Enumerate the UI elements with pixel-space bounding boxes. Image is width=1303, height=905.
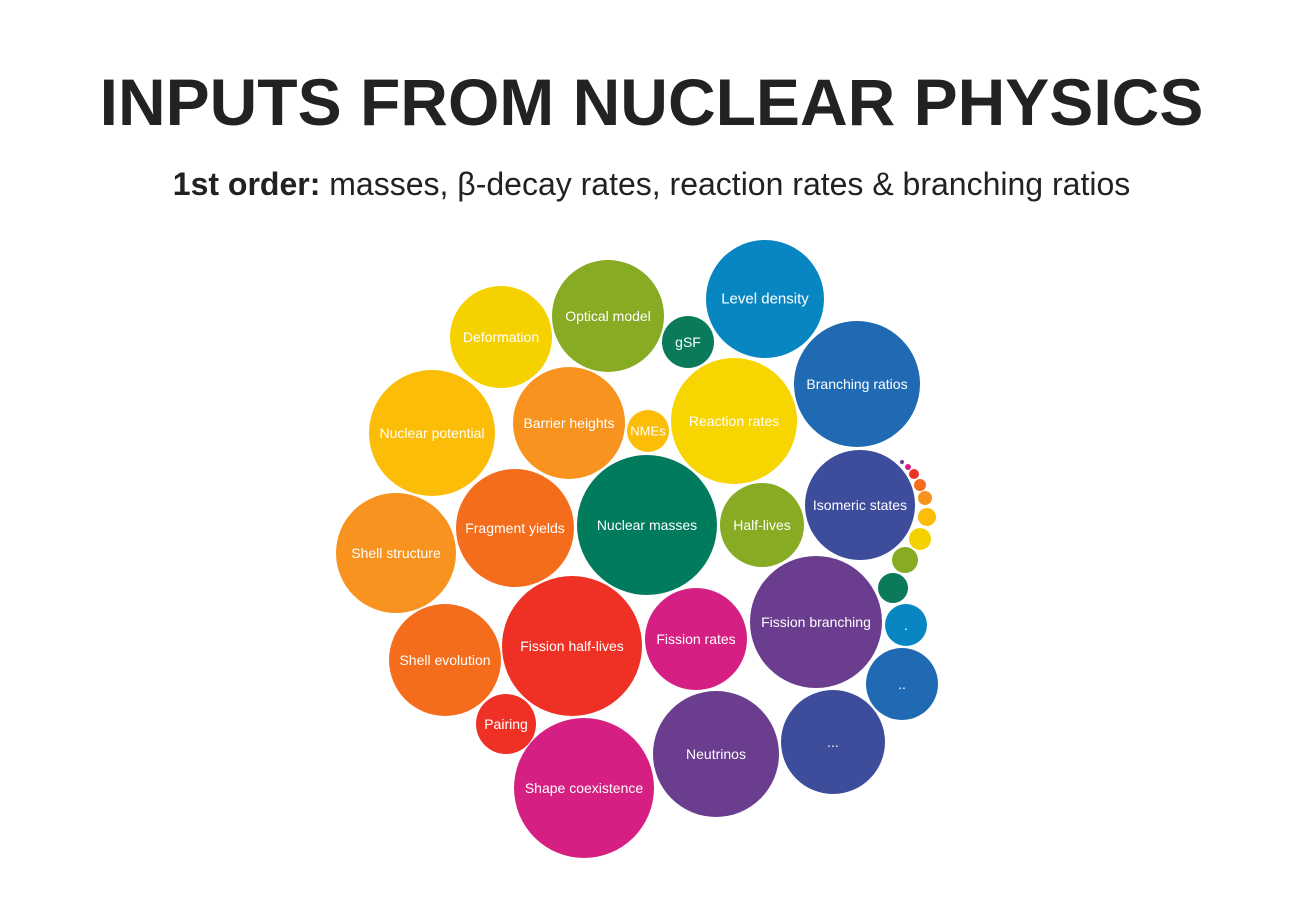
bubble-dot-25 [892, 547, 918, 573]
bubble-fragment-yields-label: Fragment yields [465, 520, 565, 536]
bubble-optical-model: Optical model [552, 260, 664, 372]
page-subtitle: 1st order: masses, β-decay rates, reacti… [0, 162, 1303, 206]
bubble-deformation-label: Deformation [463, 329, 539, 345]
bubble-dot-24 [878, 573, 908, 603]
bubble-dot-26-circle [909, 528, 931, 550]
bubble-gsf: gSF [662, 316, 714, 368]
bubble-nuclear-potential-label: Nuclear potential [379, 425, 484, 441]
bubble-dot-31-circle [905, 464, 911, 470]
bubble-dot-18-circle [885, 604, 927, 646]
bubble-shape-coexistence-circle [514, 718, 654, 858]
bubble-shell-structure-label: Shell structure [351, 545, 441, 561]
bubble-half-lives-label: Half-lives [733, 517, 791, 533]
bubble-fission-rates: Fission rates [645, 588, 747, 690]
bubble-neutrinos-label: Neutrinos [686, 746, 746, 762]
bubble-dot-29-circle [914, 479, 926, 491]
bubble-dot-19-circle [866, 648, 938, 720]
bubble-dot-27 [918, 508, 936, 526]
bubble-fission-branching-label: Fission branching [761, 614, 871, 630]
bubble-dot-27-circle [918, 508, 936, 526]
bubble-reaction-rates-circle [671, 358, 797, 484]
bubble-dot-25-circle [892, 547, 918, 573]
bubble-dot-28-circle [918, 491, 932, 505]
bubble-dot-22: ... [781, 690, 885, 794]
bubble-dot-18: . [885, 604, 927, 646]
bubble-dot-24-circle [878, 573, 908, 603]
bubble-dot-18-label: . [904, 617, 908, 633]
bubble-gsf-label: gSF [675, 334, 701, 350]
bubble-nuclear-masses-label: Nuclear masses [597, 517, 697, 533]
bubble-branching-ratios-circle [794, 321, 920, 447]
bubble-half-lives: Half-lives [720, 483, 804, 567]
bubble-dot-22-circle [781, 690, 885, 794]
bubble-reaction-rates: Reaction rates [671, 358, 797, 484]
bubble-nuclear-masses: Nuclear masses [577, 455, 717, 595]
bubble-fission-branching: Fission branching [750, 556, 882, 688]
subtitle-lead: 1st order: [172, 166, 321, 202]
bubble-branching-ratios-label: Branching ratios [806, 376, 907, 392]
bubble-fission-half-lives-circle [502, 576, 642, 716]
bubble-isomeric-states: Isomeric states [805, 450, 915, 560]
bubble-dot-32 [900, 460, 904, 464]
bubble-level-density: Level density [706, 240, 824, 358]
bubble-neutrinos: Neutrinos [653, 691, 779, 817]
bubble-shell-structure: Shell structure [336, 493, 456, 613]
bubble-nmes-circle [627, 410, 669, 452]
bubble-dot-19-label: .. [898, 676, 906, 692]
bubble-pairing-circle [476, 694, 536, 754]
bubble-dot-30 [909, 469, 919, 479]
bubble-shape-coexistence: Shape coexistence [514, 718, 654, 858]
bubble-fragment-yields-circle [456, 469, 574, 587]
bubble-dot-28 [918, 491, 932, 505]
bubble-nuclear-masses-circle [577, 455, 717, 595]
bubble-optical-model-circle [552, 260, 664, 372]
bubble-shell-evolution-label: Shell evolution [399, 652, 490, 668]
bubble-neutrinos-circle [653, 691, 779, 817]
bubble-shape-coexistence-label: Shape coexistence [525, 780, 644, 796]
bubble-fission-rates-circle [645, 588, 747, 690]
bubble-fragment-yields: Fragment yields [456, 469, 574, 587]
bubble-deformation: Deformation [450, 286, 552, 388]
subtitle-rest: masses, β-decay rates, reaction rates & … [329, 166, 1131, 202]
bubble-half-lives-circle [720, 483, 804, 567]
bubble-nmes: NMEs [627, 410, 669, 452]
bubble-dot-29 [914, 479, 926, 491]
bubble-barrier-heights: Barrier heights [513, 367, 625, 479]
bubble-shell-evolution-circle [389, 604, 501, 716]
bubble-dot-30-circle [909, 469, 919, 479]
bubble-dot-32-circle [900, 460, 904, 464]
bubble-fission-rates-label: Fission rates [656, 631, 735, 647]
bubble-isomeric-states-label: Isomeric states [813, 497, 907, 513]
bubble-shell-evolution: Shell evolution [389, 604, 501, 716]
bubble-barrier-heights-circle [513, 367, 625, 479]
bubble-pairing-label: Pairing [484, 716, 528, 732]
bubble-barrier-heights-label: Barrier heights [523, 415, 614, 431]
bubble-fission-branching-circle [750, 556, 882, 688]
bubble-gsf-circle [662, 316, 714, 368]
bubble-fission-half-lives-label: Fission half-lives [520, 638, 623, 654]
bubble-dot-19: .. [866, 648, 938, 720]
bubble-shell-structure-circle [336, 493, 456, 613]
page-title: INPUTS FROM NUCLEAR PHYSICS [99, 65, 1204, 139]
bubble-dot-31 [905, 464, 911, 470]
bubble-fission-half-lives: Fission half-lives [502, 576, 642, 716]
bubble-level-density-label: Level density [721, 291, 809, 308]
bubble-dot-22-label: ... [827, 734, 839, 750]
bubble-dot-26 [909, 528, 931, 550]
bubble-branching-ratios: Branching ratios [794, 321, 920, 447]
bubble-optical-model-label: Optical model [565, 308, 651, 324]
bubble-pairing: Pairing [476, 694, 536, 754]
bubble-nuclear-potential: Nuclear potential [369, 370, 495, 496]
bubble-nmes-label: NMEs [630, 424, 666, 439]
bubble-level-density-circle [706, 240, 824, 358]
bubble-nuclear-potential-circle [369, 370, 495, 496]
bubble-reaction-rates-label: Reaction rates [689, 413, 779, 429]
bubble-deformation-circle [450, 286, 552, 388]
bubble-isomeric-states-circle [805, 450, 915, 560]
